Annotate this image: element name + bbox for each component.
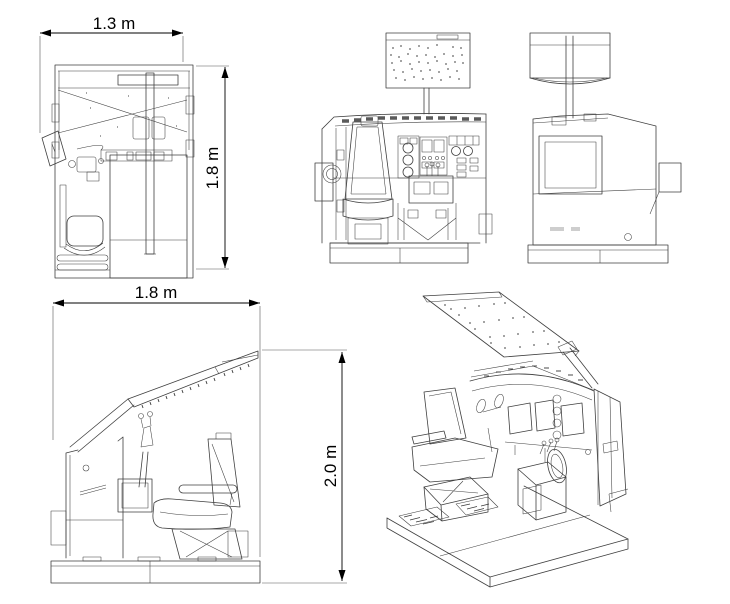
isometric-view xyxy=(386,291,629,588)
center-pedestal-front xyxy=(408,161,454,204)
overhead-panel-iso xyxy=(422,291,599,389)
overhead-panel-front xyxy=(385,32,471,89)
dimension-label-side-height: 2.0 m xyxy=(321,445,340,488)
overhead-panel-rear xyxy=(529,32,611,85)
dimension-top-depth: 1.8 m xyxy=(196,65,229,270)
dimension-top-width: 1.3 m xyxy=(39,14,184,133)
base-front xyxy=(329,242,469,264)
overhead-panel-side xyxy=(127,350,259,409)
base-side xyxy=(50,556,261,584)
top-view xyxy=(41,64,195,279)
platform-iso xyxy=(386,485,629,588)
right-frame-iso xyxy=(585,388,627,507)
overhead-panel-plan xyxy=(117,74,179,86)
control-yoke-side xyxy=(138,411,154,488)
seat-front xyxy=(342,115,394,245)
dimension-side-length: 1.8 m xyxy=(52,283,261,557)
dimension-side-height: 2.0 m xyxy=(262,349,347,584)
rear-window-frame xyxy=(538,135,603,195)
seat-side xyxy=(152,432,249,560)
seat-iso xyxy=(411,387,499,522)
instrument-panel-front xyxy=(397,135,480,179)
rear-view xyxy=(527,32,682,264)
side-view xyxy=(50,350,261,584)
support-pole-rear xyxy=(565,35,574,119)
dimension-label-top-width: 1.3 m xyxy=(93,14,136,33)
floor-mats-iso xyxy=(398,496,499,527)
support-pole-plan xyxy=(145,72,155,255)
rear-side-box xyxy=(658,162,682,193)
instrument-panel-iso xyxy=(469,360,595,462)
support-pole-front xyxy=(423,87,430,115)
dimension-label-side-length: 1.8 m xyxy=(135,283,178,302)
center-console-iso xyxy=(517,437,567,521)
dimension-label-top-depth: 1.8 m xyxy=(203,147,222,190)
seat-plan xyxy=(56,156,109,271)
control-yoke-iso xyxy=(476,394,504,453)
base-rear xyxy=(527,244,669,264)
front-view xyxy=(314,32,493,264)
console-side xyxy=(50,436,153,559)
tilted-side-element-plan xyxy=(41,130,67,167)
